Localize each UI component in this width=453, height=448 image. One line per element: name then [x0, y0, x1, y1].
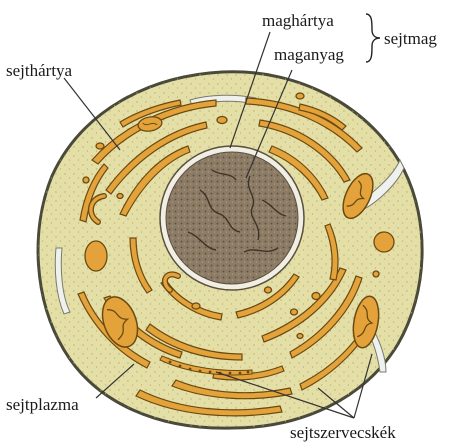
- label-nucleoplasm: maganyag: [274, 45, 344, 64]
- label-cytoplasm: sejtplazma: [6, 395, 79, 414]
- label-cell-membrane: sejthártya: [6, 61, 73, 80]
- label-nucleus: sejtmag: [384, 29, 437, 48]
- label-organelles: sejtszervecskék: [290, 423, 396, 442]
- nucleoplasm: [166, 152, 298, 284]
- nucleus-brace: [366, 14, 380, 62]
- nucleus-icon: [160, 146, 304, 290]
- label-nuclear-membrane: maghártya: [262, 11, 334, 30]
